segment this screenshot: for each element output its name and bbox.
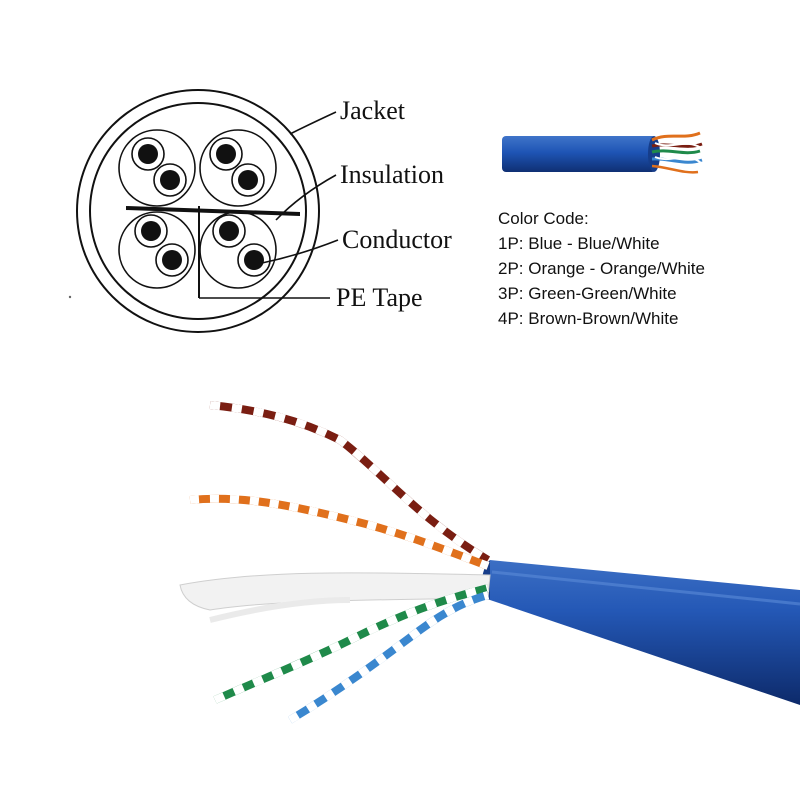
insulation-leader <box>275 174 337 221</box>
callout-pe-tape: PE Tape <box>336 283 423 312</box>
color-code-pair-3: 3P: Green-Green/White <box>498 284 677 303</box>
conductor-leader <box>261 239 339 264</box>
jacket-outer-ring <box>76 89 320 333</box>
pe-tape-separator <box>126 206 300 216</box>
color-code-pair-1: 1P: Blue - Blue/White <box>498 234 660 253</box>
callout-insulation: Insulation <box>340 160 444 189</box>
pair-group-bottom-left <box>118 211 196 289</box>
pair-group-top-left <box>118 129 196 207</box>
callout-conductor: Conductor <box>342 225 452 254</box>
color-code-pair-4: 4P: Brown-Brown/White <box>498 309 679 328</box>
callout-jacket: Jacket <box>340 96 405 125</box>
cable-thumbnail <box>502 131 703 174</box>
pair-group-top-right <box>199 129 277 207</box>
jacket-leader <box>289 111 337 135</box>
color-code-block: Color Code: 1P: Blue - Blue/White 2P: Or… <box>498 206 705 331</box>
pair-group-bottom-right <box>199 211 277 289</box>
jacket-inner-ring <box>89 102 307 320</box>
stray-dot <box>68 295 72 299</box>
color-code-title: Color Code: <box>498 209 589 228</box>
color-code-pair-2: 2P: Orange - Orange/White <box>498 259 705 278</box>
cable-photo <box>179 401 800 724</box>
